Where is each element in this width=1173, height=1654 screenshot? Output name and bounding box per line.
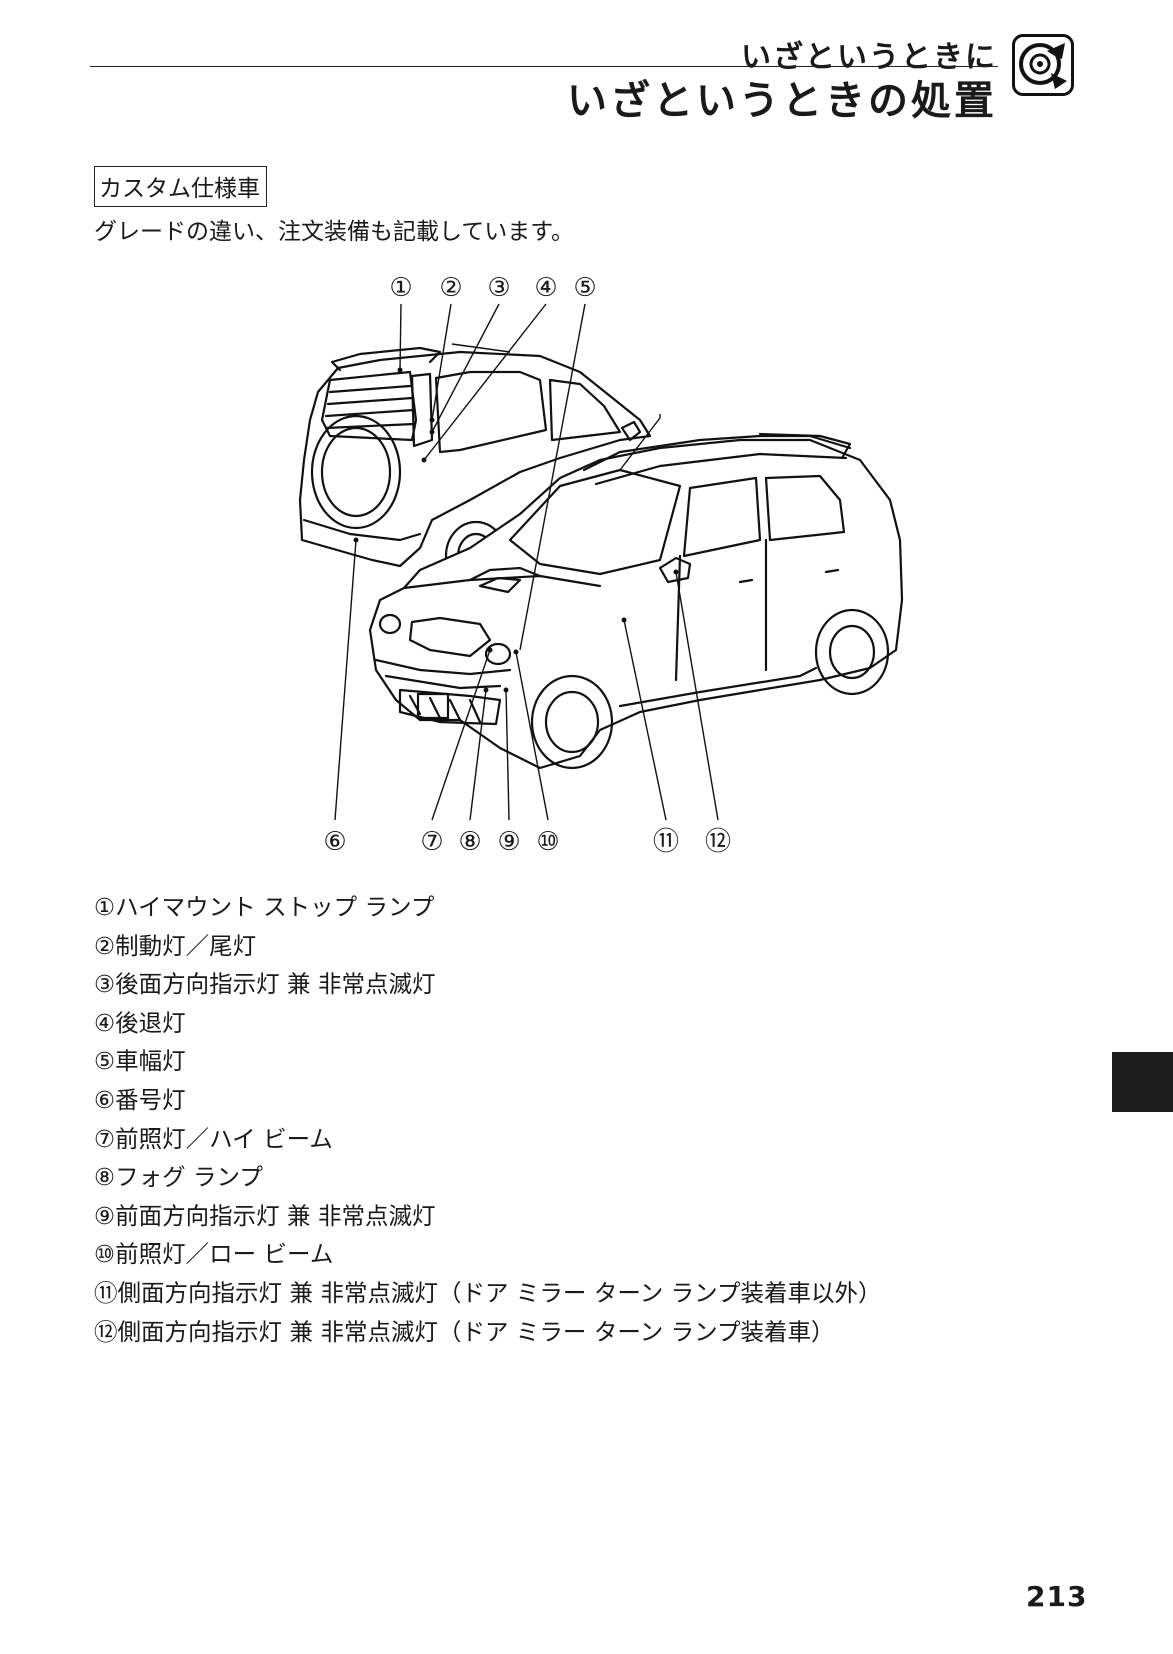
legend-item: ⑫側面方向指示灯 兼 非常点滅灯（ドア ミラー ターン ランプ装着車） — [94, 1317, 835, 1346]
vehicle-lamp-diagram: ① ② ③ ④ ⑤ ⑥ ⑦ ⑧ ⑨ ⑩ ⑪ ⑫ — [298, 273, 904, 857]
legend-item: ⑧フォグ ランプ — [94, 1163, 263, 1192]
callout-5: ⑤ — [573, 273, 597, 303]
callout-7: ⑦ — [420, 827, 444, 857]
callout-11: ⑪ — [652, 827, 679, 857]
legend-item: ④後退灯 — [94, 1008, 186, 1037]
legend-item: ⑥番号灯 — [94, 1085, 186, 1114]
legend-item: ⑨前面方向指示灯 兼 非常点滅灯 — [94, 1201, 436, 1230]
chapter-index-tab — [1112, 1052, 1173, 1112]
callout-8: ⑧ — [458, 827, 482, 857]
legend-item: ⑪側面方向指示灯 兼 非常点滅灯（ドア ミラー ターン ランプ装着車以外） — [94, 1278, 882, 1307]
lamp-legend: ①ハイマウント ストップ ランプ ②制動灯／尾灯 ③後面方向指示灯 兼 非常点滅… — [94, 888, 881, 1351]
legend-item: ⑦前照灯／ハイ ビーム — [94, 1124, 333, 1153]
callout-4: ④ — [534, 273, 558, 303]
callout-6: ⑥ — [323, 827, 347, 857]
note-text: グレードの違い、注文装備も記載しています。 — [94, 219, 575, 245]
legend-item: ①ハイマウント ストップ ランプ — [94, 893, 435, 921]
legend-item: ②制動灯／尾灯 — [94, 931, 257, 960]
spec-label: カスタム仕様車 — [94, 166, 267, 207]
legend-item: ③後面方向指示灯 兼 非常点滅灯 — [94, 970, 436, 999]
callout-1: ① — [389, 273, 413, 303]
callout-10: ⑩ — [536, 827, 560, 857]
chapter-title: いざというときに — [741, 40, 997, 75]
callout-12: ⑫ — [704, 827, 731, 857]
page-number: 213 — [1026, 1580, 1088, 1613]
section-title: いざというときの処置 — [567, 78, 997, 124]
callout-9: ⑨ — [497, 827, 521, 857]
callout-2: ② — [439, 273, 463, 303]
tire-repair-icon — [1012, 34, 1074, 96]
legend-item: ⑩前照灯／ロー ビーム — [94, 1240, 334, 1269]
callout-3: ③ — [487, 273, 511, 303]
legend-item: ⑤車幅灯 — [94, 1047, 186, 1076]
header-rule — [90, 66, 998, 67]
